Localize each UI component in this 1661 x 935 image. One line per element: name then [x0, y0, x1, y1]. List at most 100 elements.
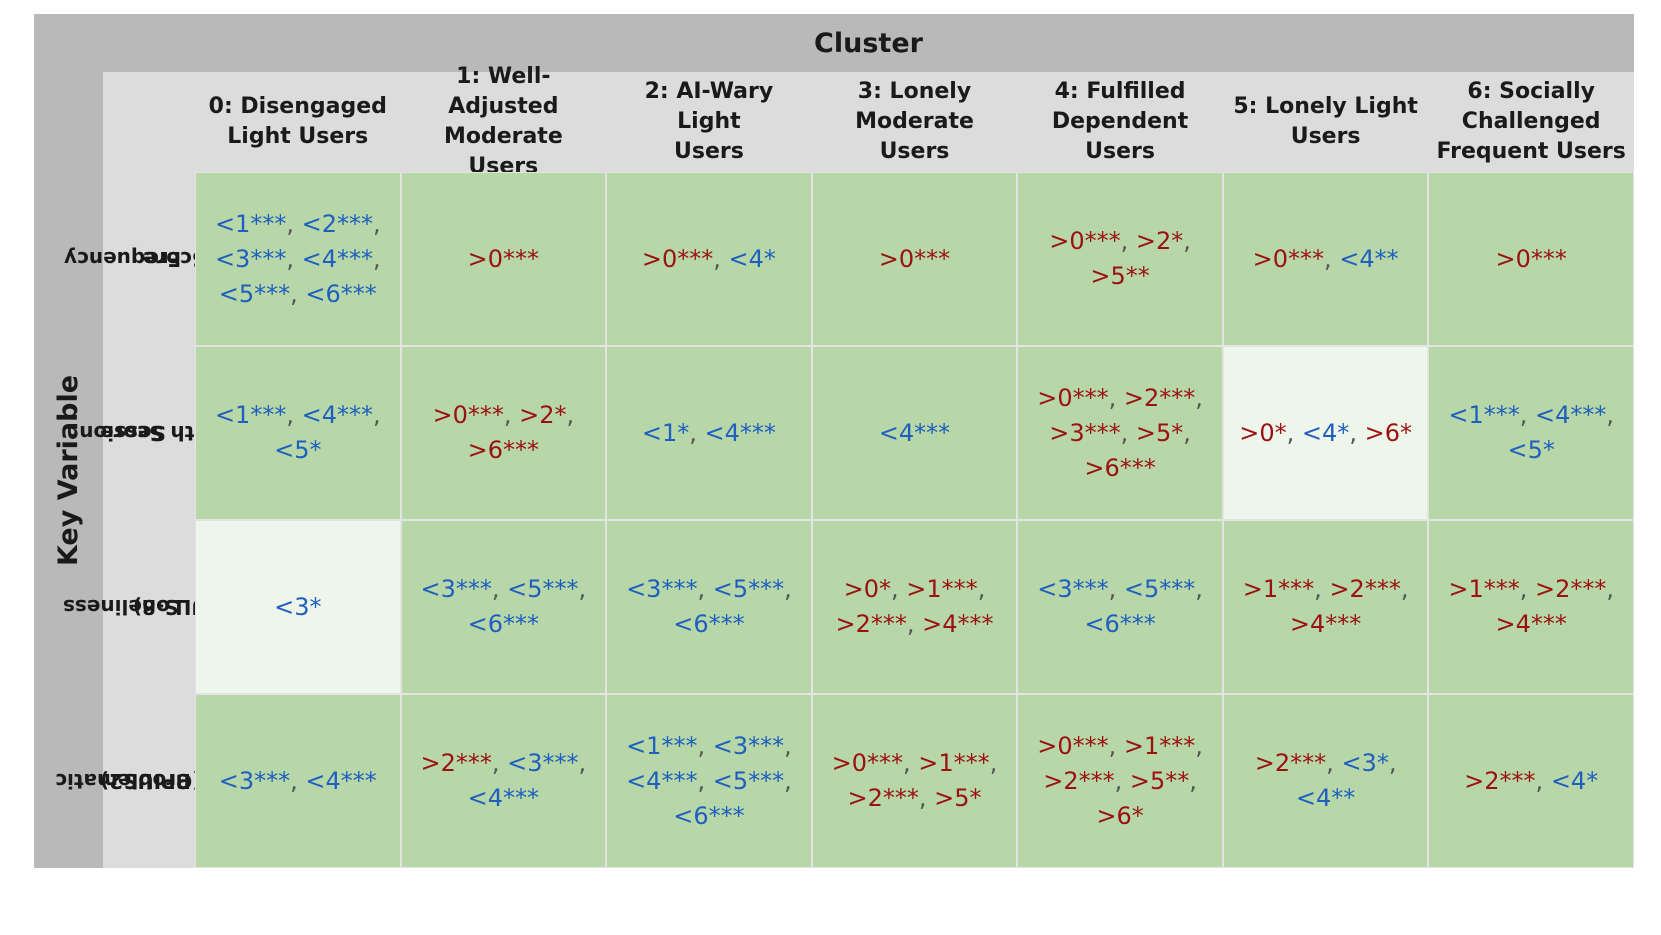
separator: ,	[503, 401, 520, 429]
separator: ,	[566, 401, 575, 429]
comparison-label: >6***	[1084, 453, 1156, 482]
table-cell: >1***, >2***, >4***	[1428, 520, 1634, 694]
column-header-line: 2: AI-Wary Light	[644, 79, 774, 134]
comparison-label: >0***	[467, 244, 540, 273]
cell-content: <3***, <4***	[219, 764, 377, 799]
separator: ,	[1120, 418, 1136, 447]
comparison-label: >0***	[641, 244, 714, 273]
comparison-label: >1***	[1242, 575, 1315, 603]
comparison-label: >2***	[847, 784, 919, 812]
comparison-label: >1***	[918, 749, 990, 777]
comparison-label: >5**	[1129, 766, 1190, 795]
cell-content: >2***, <3***, <4***	[410, 746, 598, 816]
separator: ,	[784, 731, 792, 760]
comparison-label: <3*	[274, 592, 322, 621]
comparison-label: <3***	[214, 244, 287, 273]
comparison-label: <4***	[878, 418, 951, 447]
table-cell: >0***, <4*	[606, 172, 812, 346]
separator: ,	[713, 244, 729, 273]
table-cell: <4***	[811, 346, 1018, 520]
separator: ,	[1314, 575, 1330, 603]
comparison-label: >2*	[519, 401, 567, 429]
comparison-label: >2***	[1535, 575, 1607, 603]
cell-content: >0***, <4**	[1253, 242, 1399, 277]
separator: ,	[1108, 575, 1124, 603]
table-cell: >0***, >2*, >5**	[1017, 172, 1223, 346]
column-header-line: Frequent Users	[1436, 139, 1626, 164]
cell-content: >0*, <4*, >6*	[1239, 416, 1412, 451]
separator: ,	[903, 749, 919, 777]
separator: ,	[578, 575, 587, 603]
comparison-label: <3***	[420, 575, 492, 603]
comparison-label: <4**	[1295, 784, 1356, 812]
comparison-label: <3***	[218, 766, 291, 795]
comparison-label: <6***	[1084, 610, 1156, 638]
separator: ,	[290, 766, 306, 795]
comparison-label: >0***	[878, 244, 951, 273]
table-cell: <3***, <5***, <6***	[1017, 520, 1223, 694]
comparison-label: <1***	[214, 209, 287, 238]
comparison-label: >6*	[1096, 801, 1144, 830]
column-header-line: Moderate Users	[443, 124, 563, 179]
comparison-label: <5***	[507, 575, 579, 603]
separator: ,	[906, 610, 923, 638]
table-cell: >0***, >2*, >6***	[400, 346, 607, 520]
row-axis-title: Key Variable	[53, 374, 84, 566]
comparison-label: <5*	[274, 436, 322, 464]
column-header-line: 4: Fulfilled	[1054, 79, 1186, 104]
separator: ,	[1183, 227, 1191, 255]
comparison-label: <1*	[641, 418, 690, 447]
separator: ,	[491, 575, 508, 603]
separator: ,	[1195, 731, 1203, 760]
separator: ,	[697, 575, 713, 603]
column-header-line: 6: Socially	[1467, 79, 1595, 104]
comparison-label: >2***	[1254, 749, 1327, 777]
separator: ,	[372, 209, 381, 238]
separator: ,	[286, 401, 302, 429]
side-band	[34, 14, 103, 868]
table-title: Cluster	[814, 27, 923, 59]
comparison-label: >0***	[1252, 244, 1324, 273]
separator: ,	[977, 575, 986, 603]
comparison-label: <3***	[507, 749, 579, 777]
table-cell: >0***	[1428, 172, 1634, 346]
comparison-label: <1***	[626, 731, 698, 760]
separator: ,	[891, 575, 907, 603]
comparison-label: >0***	[1037, 731, 1109, 760]
comparison-label: <4*	[1550, 766, 1599, 795]
comparison-label: >0***	[1049, 227, 1121, 255]
separator: ,	[1114, 766, 1130, 795]
comparison-label: >0***	[831, 749, 904, 777]
column-header-line: Moderate Users	[855, 109, 974, 164]
comparison-label: >6***	[467, 436, 540, 464]
comparison-label: >4***	[922, 610, 994, 638]
separator: ,	[989, 749, 998, 777]
column-header-line: 3: Lonely	[857, 79, 972, 104]
separator: ,	[784, 766, 792, 795]
comparison-label: >2***	[1329, 575, 1401, 603]
column-header-line: Challenged	[1461, 109, 1601, 134]
cell-content: <3***, <5***, <6***	[410, 572, 598, 642]
column-header-line: Users	[1290, 124, 1361, 149]
comparison-label: >0***	[432, 401, 504, 429]
separator: ,	[784, 575, 792, 603]
cell-content: >2***, <3*, <4**	[1232, 746, 1420, 816]
separator: ,	[286, 209, 302, 238]
separator: ,	[1120, 227, 1136, 255]
table-cell: <1***, <4***, <5*	[1428, 346, 1634, 520]
cell-content: <1***, <4***, <5*	[204, 398, 392, 468]
column-header-line: 0: Disengaged	[208, 94, 387, 119]
separator: ,	[1189, 766, 1197, 795]
column-header-line: 5: Lonely Light	[1233, 94, 1418, 119]
comparison-label: >2***	[1123, 383, 1196, 412]
separator: ,	[1323, 244, 1340, 273]
cell-content: <3*	[274, 590, 321, 625]
separator: ,	[1183, 418, 1191, 447]
